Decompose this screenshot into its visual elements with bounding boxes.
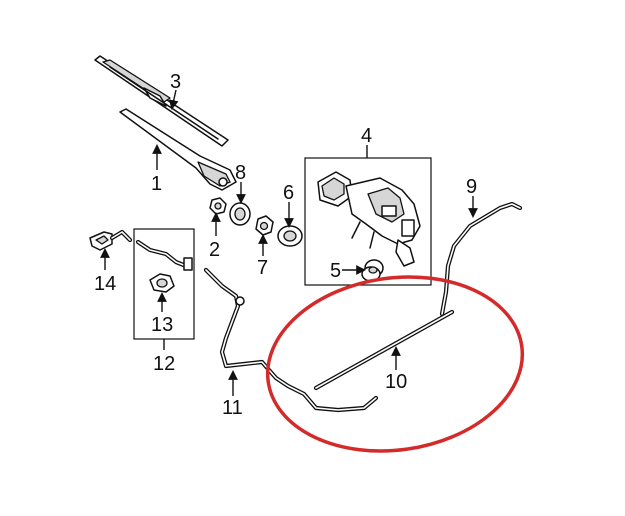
callout-4: 4 xyxy=(361,125,372,147)
highlight-ellipse xyxy=(265,275,525,453)
washer-hose-upper xyxy=(439,201,523,317)
washer-hose-11 xyxy=(203,267,379,413)
leader-lines xyxy=(100,89,478,396)
callout-2: 2 xyxy=(209,239,220,261)
arm-nut xyxy=(209,197,227,215)
callout-14: 14 xyxy=(94,273,116,295)
washer-nozzle xyxy=(135,239,193,271)
callout-3: 3 xyxy=(170,71,181,93)
callout-12: 12 xyxy=(153,353,175,375)
wiper-arm xyxy=(119,108,237,191)
callout-11: 11 xyxy=(222,397,243,419)
washer-hose-10 xyxy=(313,309,455,391)
callout-8: 8 xyxy=(235,162,246,184)
callout-10: 10 xyxy=(385,371,407,393)
callout-13: 13 xyxy=(151,314,173,336)
hex-nut xyxy=(255,215,274,236)
callout-7: 7 xyxy=(257,257,268,279)
wiper-motor-group xyxy=(304,157,432,286)
wiper-blade xyxy=(94,55,229,147)
callout-5: 5 xyxy=(330,260,341,282)
motor-box xyxy=(304,157,432,286)
arm-cap xyxy=(229,202,251,226)
callout-9: 9 xyxy=(466,176,477,198)
wiper-motor xyxy=(317,171,421,267)
callout-1: 1 xyxy=(151,173,162,195)
nozzle-gasket xyxy=(149,273,175,293)
hose-connector xyxy=(89,229,133,251)
grommet xyxy=(277,225,303,247)
callout-6: 6 xyxy=(283,182,294,204)
callout-numbers: 3 1 8 2 7 6 4 5 9 10 11 12 13 14 xyxy=(94,71,477,419)
